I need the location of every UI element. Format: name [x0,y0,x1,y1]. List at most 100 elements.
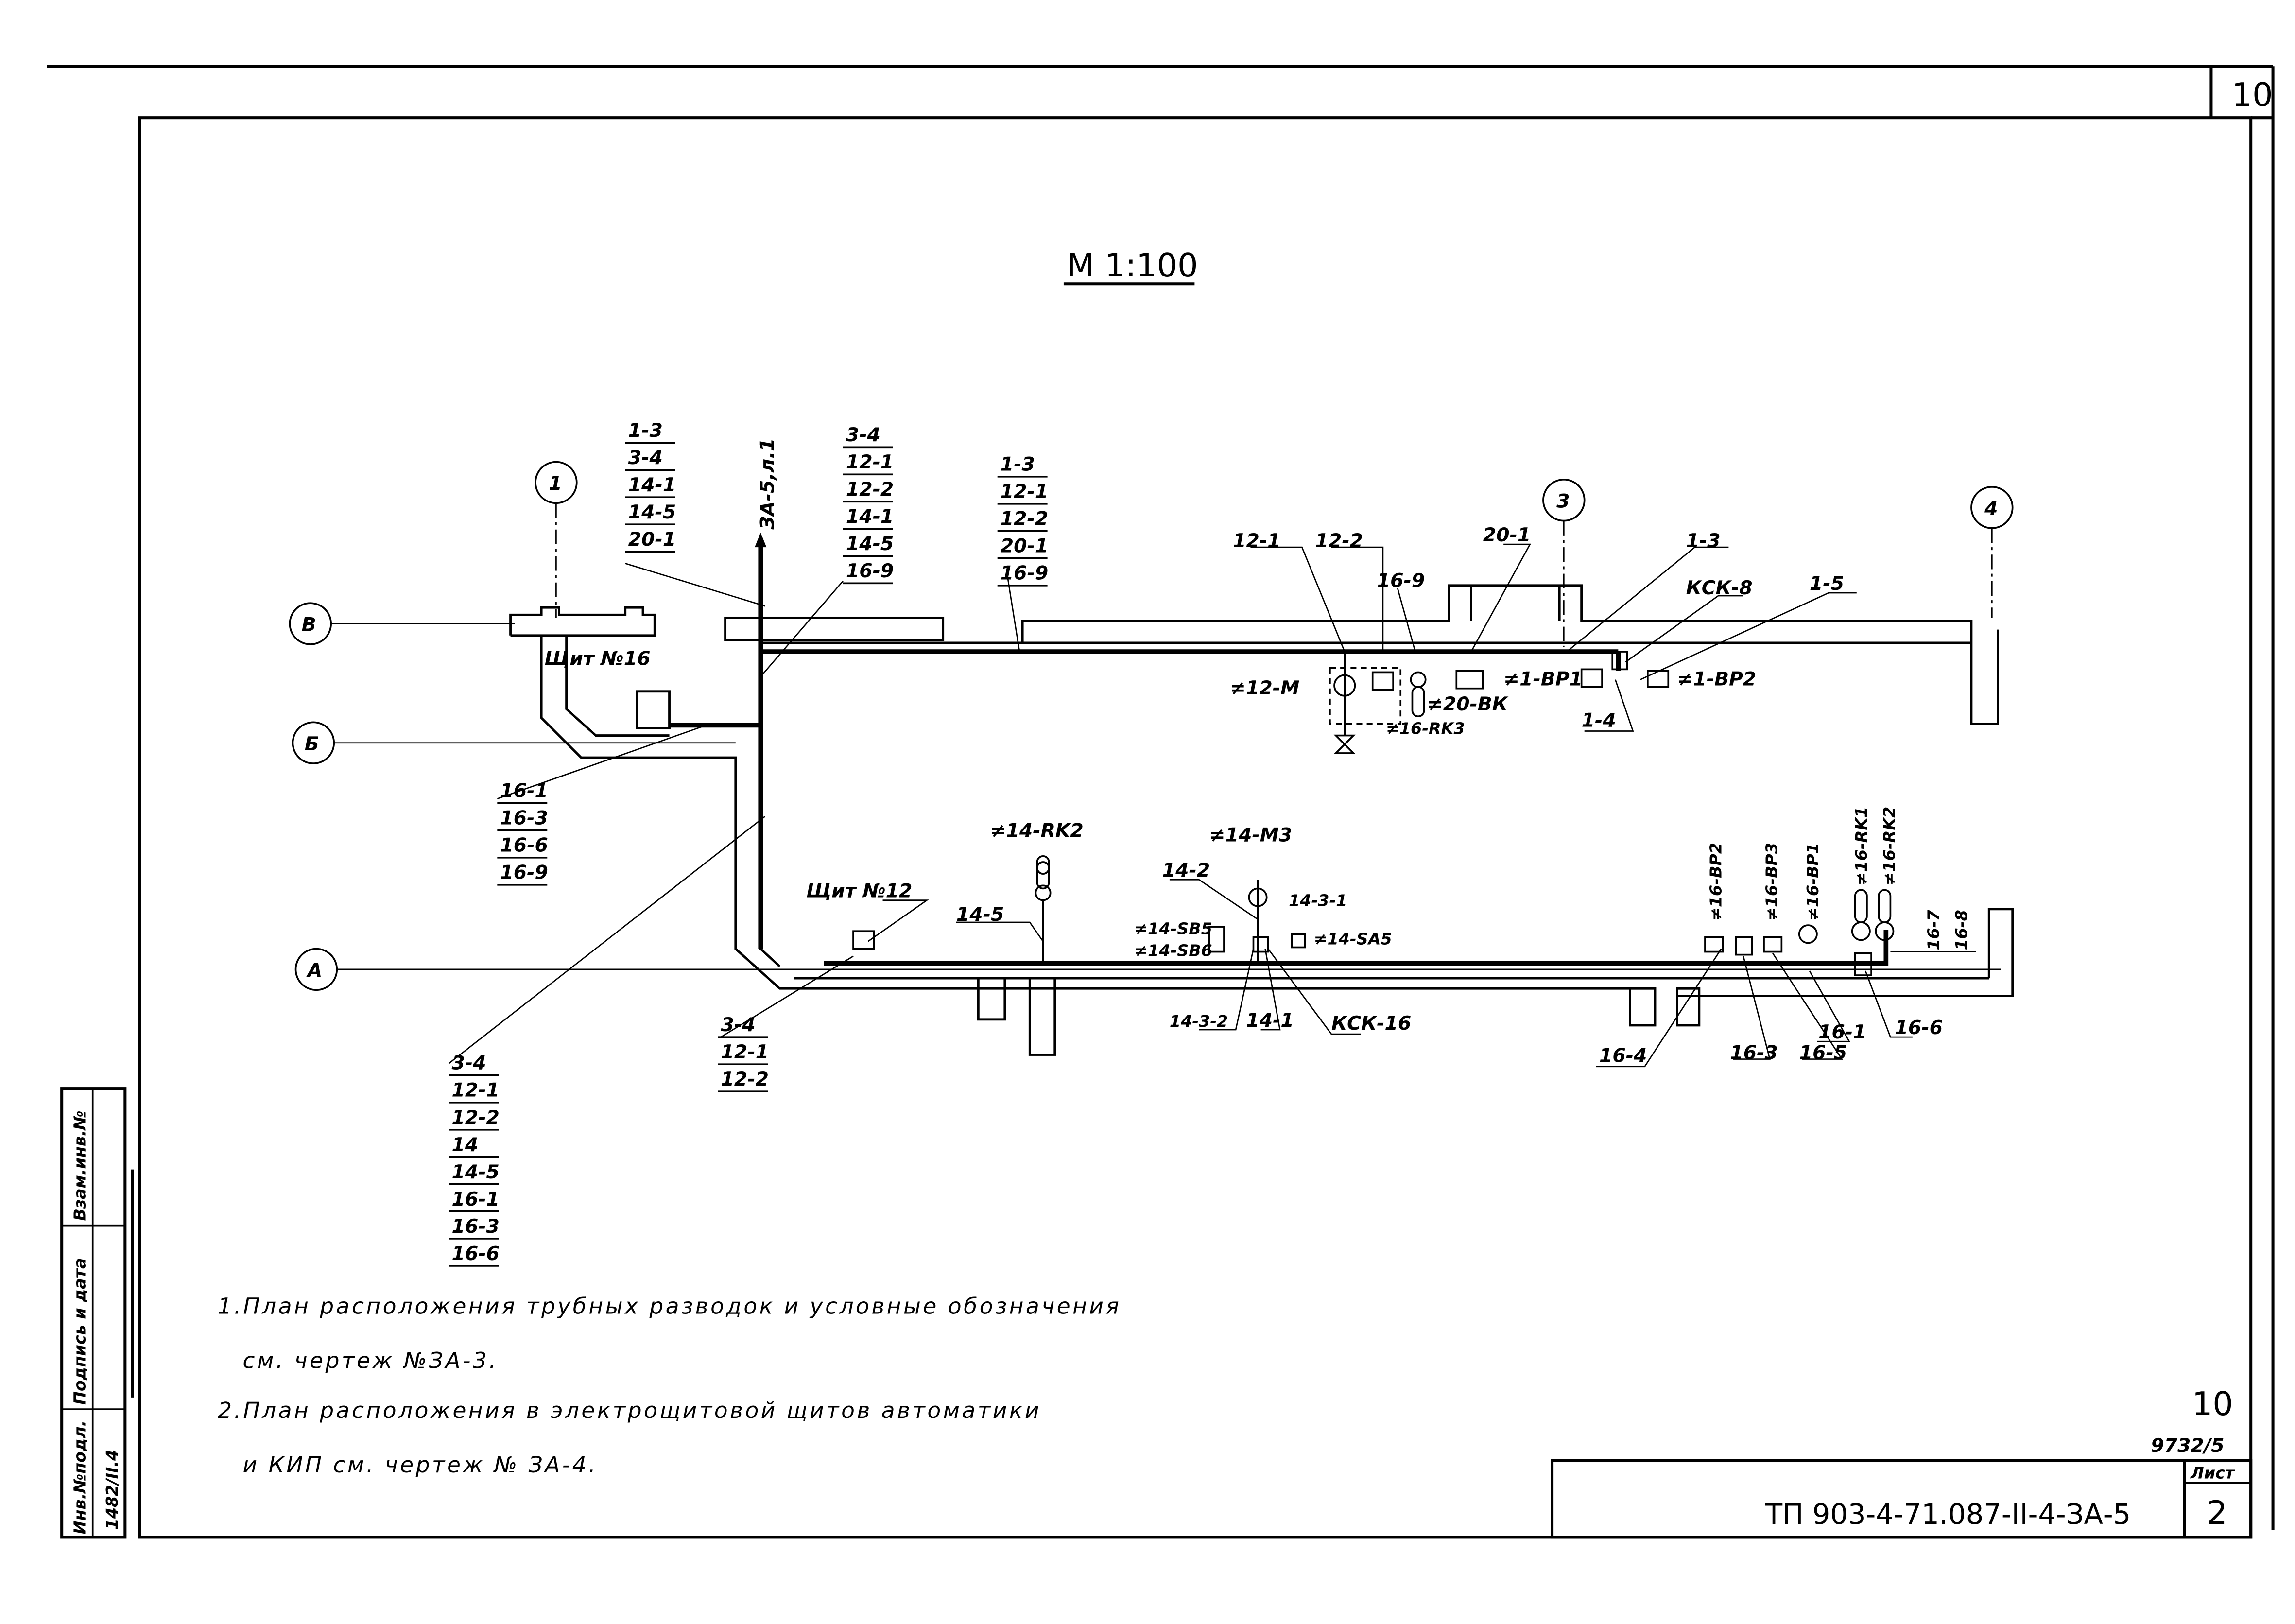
label-ksk-16: КСК-16 [1331,1012,1411,1035]
stack-label: 3-4 [846,424,880,446]
label-ksk-8: КСК-8 [1686,577,1753,599]
label-16-5: 16-5 [1799,1042,1847,1064]
label-16-rk1: ≠16-RK1 [1852,807,1871,886]
label-12-2: 12-2 [1315,530,1363,552]
panel-12-label: Щит №12 [806,880,912,902]
axis-3: 3 [1556,490,1570,512]
label-20-bk: ≠20-ВК [1427,693,1509,715]
label-1-bp2: ≠1-ВР2 [1677,668,1756,691]
sheet-label: Лист [2190,1463,2235,1482]
label-1-5: 1-5 [1810,572,1844,595]
stack-label: 12-1 [846,451,894,473]
stack-label: 20-1 [628,528,676,551]
stack-label: 16-6 [500,834,548,857]
label-14-3-1: 14-3-1 [1289,891,1347,910]
grid-axes [289,461,2014,991]
axis-1: 1 [549,472,562,495]
label-1-bp1: ≠1-ВР1 [1503,668,1583,691]
label-1-4: 1-4 [1582,709,1616,731]
sheet-corner-number: 10 [2232,76,2273,114]
stack-label: 16-3 [500,807,548,829]
axis-a: А [306,959,322,982]
stack-label: 14-5 [628,501,676,523]
label-14-sb5: ≠14-SB5 [1134,919,1212,938]
stack-label: 14 [451,1134,478,1156]
stack-label: 16-1 [451,1188,499,1210]
stack-label: 12-2 [721,1068,769,1090]
label-14-5: 14-5 [956,903,1004,926]
stamp-replace-inv: Взам.инв.№ [70,1110,89,1221]
label-stacks: 1-3 3-4 14-1 14-5 20-1 3-4 12-1 12-2 14-1 14-5 16-… [449,419,1048,1267]
note-2-cont: и КИП см. чертеж № ЗА-4. [243,1452,598,1478]
scale-title: М 1:100 [1067,246,1198,284]
label-14-m3: ≠14-М3 [1209,824,1293,847]
label-20-1: 20-1 [1483,524,1531,546]
label-16-4: 16-4 [1599,1045,1647,1067]
label-16-bp3: ≠16-ВР3 [1762,843,1781,921]
label-12-1: 12-1 [1233,530,1280,552]
label-14-2: 14-2 [1162,859,1210,881]
label-14-sb6: ≠14-SB6 [1134,941,1212,960]
document-code: ТП 903-4-71.087-II-4-ЗА-5 [1765,1498,2131,1531]
stack-label: 14-1 [846,505,894,528]
label-12-m: ≠12-М [1230,677,1299,699]
stack-label: 14-5 [846,533,894,555]
panel-16-label: Щит №16 [544,647,650,670]
stack-label: 12-2 [1001,508,1048,530]
label-16-rk2: ≠16-RK2 [1880,807,1899,886]
stack-label: 3-4 [628,447,663,469]
label-16-8: 16-8 [1952,910,1971,950]
label-1-3: 1-3 [1686,530,1721,552]
stack-label: 12-2 [846,478,894,501]
title-block [1551,1459,2253,1539]
axis-4: 4 [1984,498,1998,520]
instrument-symbols [852,651,1895,976]
stack-label: 3-4 [721,1014,756,1036]
axis-v: В [302,614,316,636]
pipe-routes [669,532,1889,966]
label-16-bp1: ≠16-ВР1 [1803,843,1822,921]
stack-label: 16-1 [500,780,548,802]
stack-label: 16-6 [451,1243,499,1265]
stamp-inv-orig: Инв.№подл. [70,1420,89,1534]
sheet-frame [47,65,2275,1539]
stack-label: 12-2 [451,1106,499,1129]
stack-label: 20-1 [1001,535,1048,557]
label-16-1: 16-1 [1818,1021,1866,1043]
stack-label: 1-3 [1001,453,1035,476]
note-1: 1.План расположения трубных разводок и у… [218,1293,1121,1319]
stack-label: 3-4 [451,1052,486,1074]
equipment-labels: 12-1 12-2 16-9 20-1 1-3 КСК-8 1-5 1-4 Щи… [544,524,1971,1067]
label-14-3-2: 14-3-2 [1170,1012,1228,1031]
stack-label: 12-1 [451,1079,499,1102]
label-16-9: 16-9 [1377,570,1425,592]
stack-label: 14-1 [628,474,676,496]
side-stamp [60,1087,134,1539]
label-16-7: 16-7 [1924,909,1943,950]
label-16-bp2: ≠16-ВР2 [1706,843,1725,921]
note-2: 2.План расположения в электрощитовой щит… [218,1398,1041,1423]
leader-lines [448,543,1976,1068]
stack-label: 12-1 [721,1041,769,1063]
stamp-signature-date: Подпись и дата [70,1258,89,1405]
axis-b: Б [305,733,319,755]
copy-number: 10 [2192,1385,2233,1423]
notes: 1.План расположения трубных разводок и у… [218,1293,1121,1478]
label-16-6: 16-6 [1895,1017,1943,1039]
stack-label: 1-3 [628,419,663,442]
stack-label: 16-9 [1001,562,1048,585]
label-14-rk2: ≠14-RK2 [990,819,1084,842]
stack-label: 16-9 [846,560,894,582]
order-number: 9732/5 [2151,1434,2224,1457]
riser-reference: ЗА-5,л.1 [756,438,778,530]
label-16-rk3: ≠16-RK3 [1386,719,1465,738]
stamp-inv-value: 1482/II.4 [103,1450,121,1530]
stack-label: 14-5 [451,1161,499,1183]
note-1-cont: см. чертеж №ЗА-3. [243,1348,499,1373]
stack-label: 16-3 [451,1215,499,1238]
label-16-3: 16-3 [1730,1042,1777,1064]
label-14-sa5: ≠14-SA5 [1314,929,1392,948]
stack-label: 12-1 [1001,481,1048,503]
stack-label: 16-9 [500,862,548,884]
